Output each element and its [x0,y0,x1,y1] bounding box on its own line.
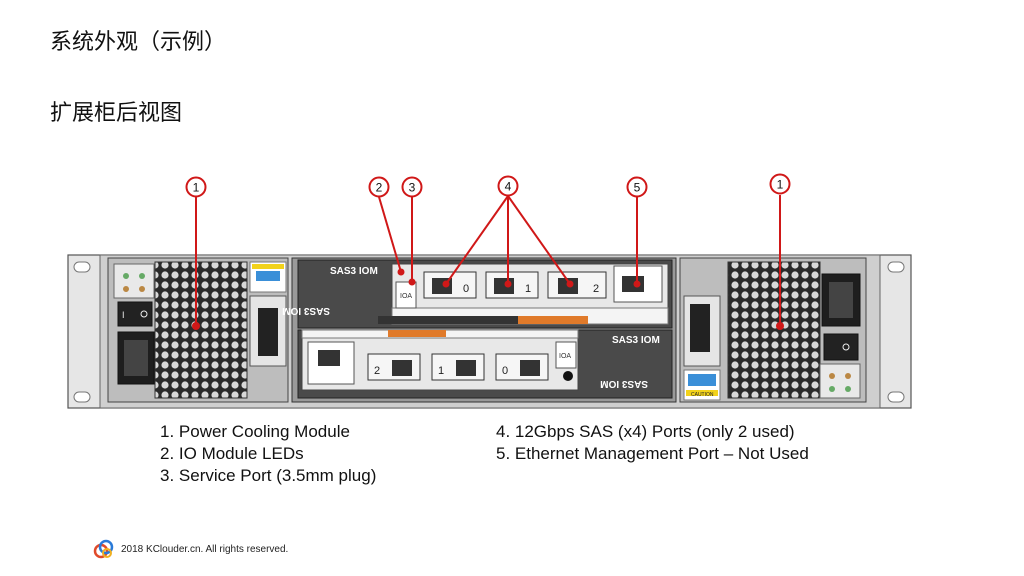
kclouder-logo-icon [93,539,114,559]
svg-text:5: 5 [634,181,641,195]
callout-5: 5 [626,176,648,198]
led-icon [829,373,835,379]
legend-item: 3. Service Port (3.5mm plug) [160,466,377,485]
led-icon [845,386,851,392]
io-module-bay: SAS3 IOM SAS3 IOM IOA 0 1 2 SAS3 IOM SAS… [282,257,677,403]
iom-label-top-flipped: SAS3 IOM [282,305,330,316]
rack-hole-icon [887,391,905,403]
port-number-label: 0 [463,283,469,295]
callout-1-right: 1 [769,173,791,195]
led-icon [123,273,129,279]
pcm-led-panel [819,363,861,399]
led-icon [139,273,145,279]
port-number-label: 1 [525,283,531,295]
legend-item: 1. Power Cooling Module [160,422,350,441]
callout-3: 3 [401,176,423,198]
callout-2: 2 [368,176,390,198]
ioa-label-bottom: IOA [559,353,571,360]
callout-4: 4 [497,175,519,197]
legend-item: 5. Ethernet Management Port – Not Used [496,444,809,463]
legend-item: 4. 12Gbps SAS (x4) Ports (only 2 used) [496,422,795,441]
power-switch-icon[interactable] [117,301,153,327]
rack-hole-icon [73,391,91,403]
latch-tab-icon[interactable] [518,316,588,324]
svg-text:I: I [122,310,125,320]
iom-label-bottom: SAS3 IOM [612,335,660,346]
led-icon [139,286,145,292]
latch-tab-icon[interactable] [388,330,446,337]
iom-label-top: SAS3 IOM [330,266,378,277]
port-number-label: 2 [374,365,380,377]
port-number-label: 0 [502,365,508,377]
ioa-led-panel [555,341,577,369]
rack-hole-icon [73,261,91,273]
svg-text:3: 3 [409,181,416,195]
legend-left: 1. Power Cooling Module 2. IO Module LED… [160,421,376,487]
power-switch-icon[interactable] [823,333,859,361]
svg-text:2: 2 [376,181,383,195]
rack-hole-icon [887,261,905,273]
led-icon [123,286,129,292]
callout-1-left: 1 [185,176,207,198]
port-number-label: 2 [593,283,599,295]
page-title: 系统外观（示例） [50,30,227,55]
iom-label-bottom-flipped: SAS3 IOM [600,378,648,389]
callout-endpoints [192,268,784,330]
legend-item: 2. IO Module LEDs [160,444,304,463]
service-port-icon[interactable] [563,371,573,381]
ioa-led-panel [395,281,417,309]
copyright-text: 2018 KClouder.cn. All rights reserved. [121,543,289,555]
caution-label: CAUTION [691,392,714,398]
page-subtitle: 扩展柜后视图 [50,101,183,126]
power-cooling-module-left: I [107,257,289,403]
footer: 2018 KClouder.cn. All rights reserved. [93,538,288,560]
power-cooling-module-right: CAUTION [679,257,867,403]
led-icon [845,373,851,379]
svg-text:1: 1 [193,181,200,195]
callout-lines [195,195,781,326]
svg-text:4: 4 [505,180,512,194]
legend-right: 4. 12Gbps SAS (x4) Ports (only 2 used) 5… [496,421,809,465]
led-icon [829,386,835,392]
port-number-label: 1 [438,365,444,377]
ioa-label-top: IOA [400,293,412,300]
svg-text:1: 1 [777,178,784,192]
pcm-led-panel [113,263,155,299]
